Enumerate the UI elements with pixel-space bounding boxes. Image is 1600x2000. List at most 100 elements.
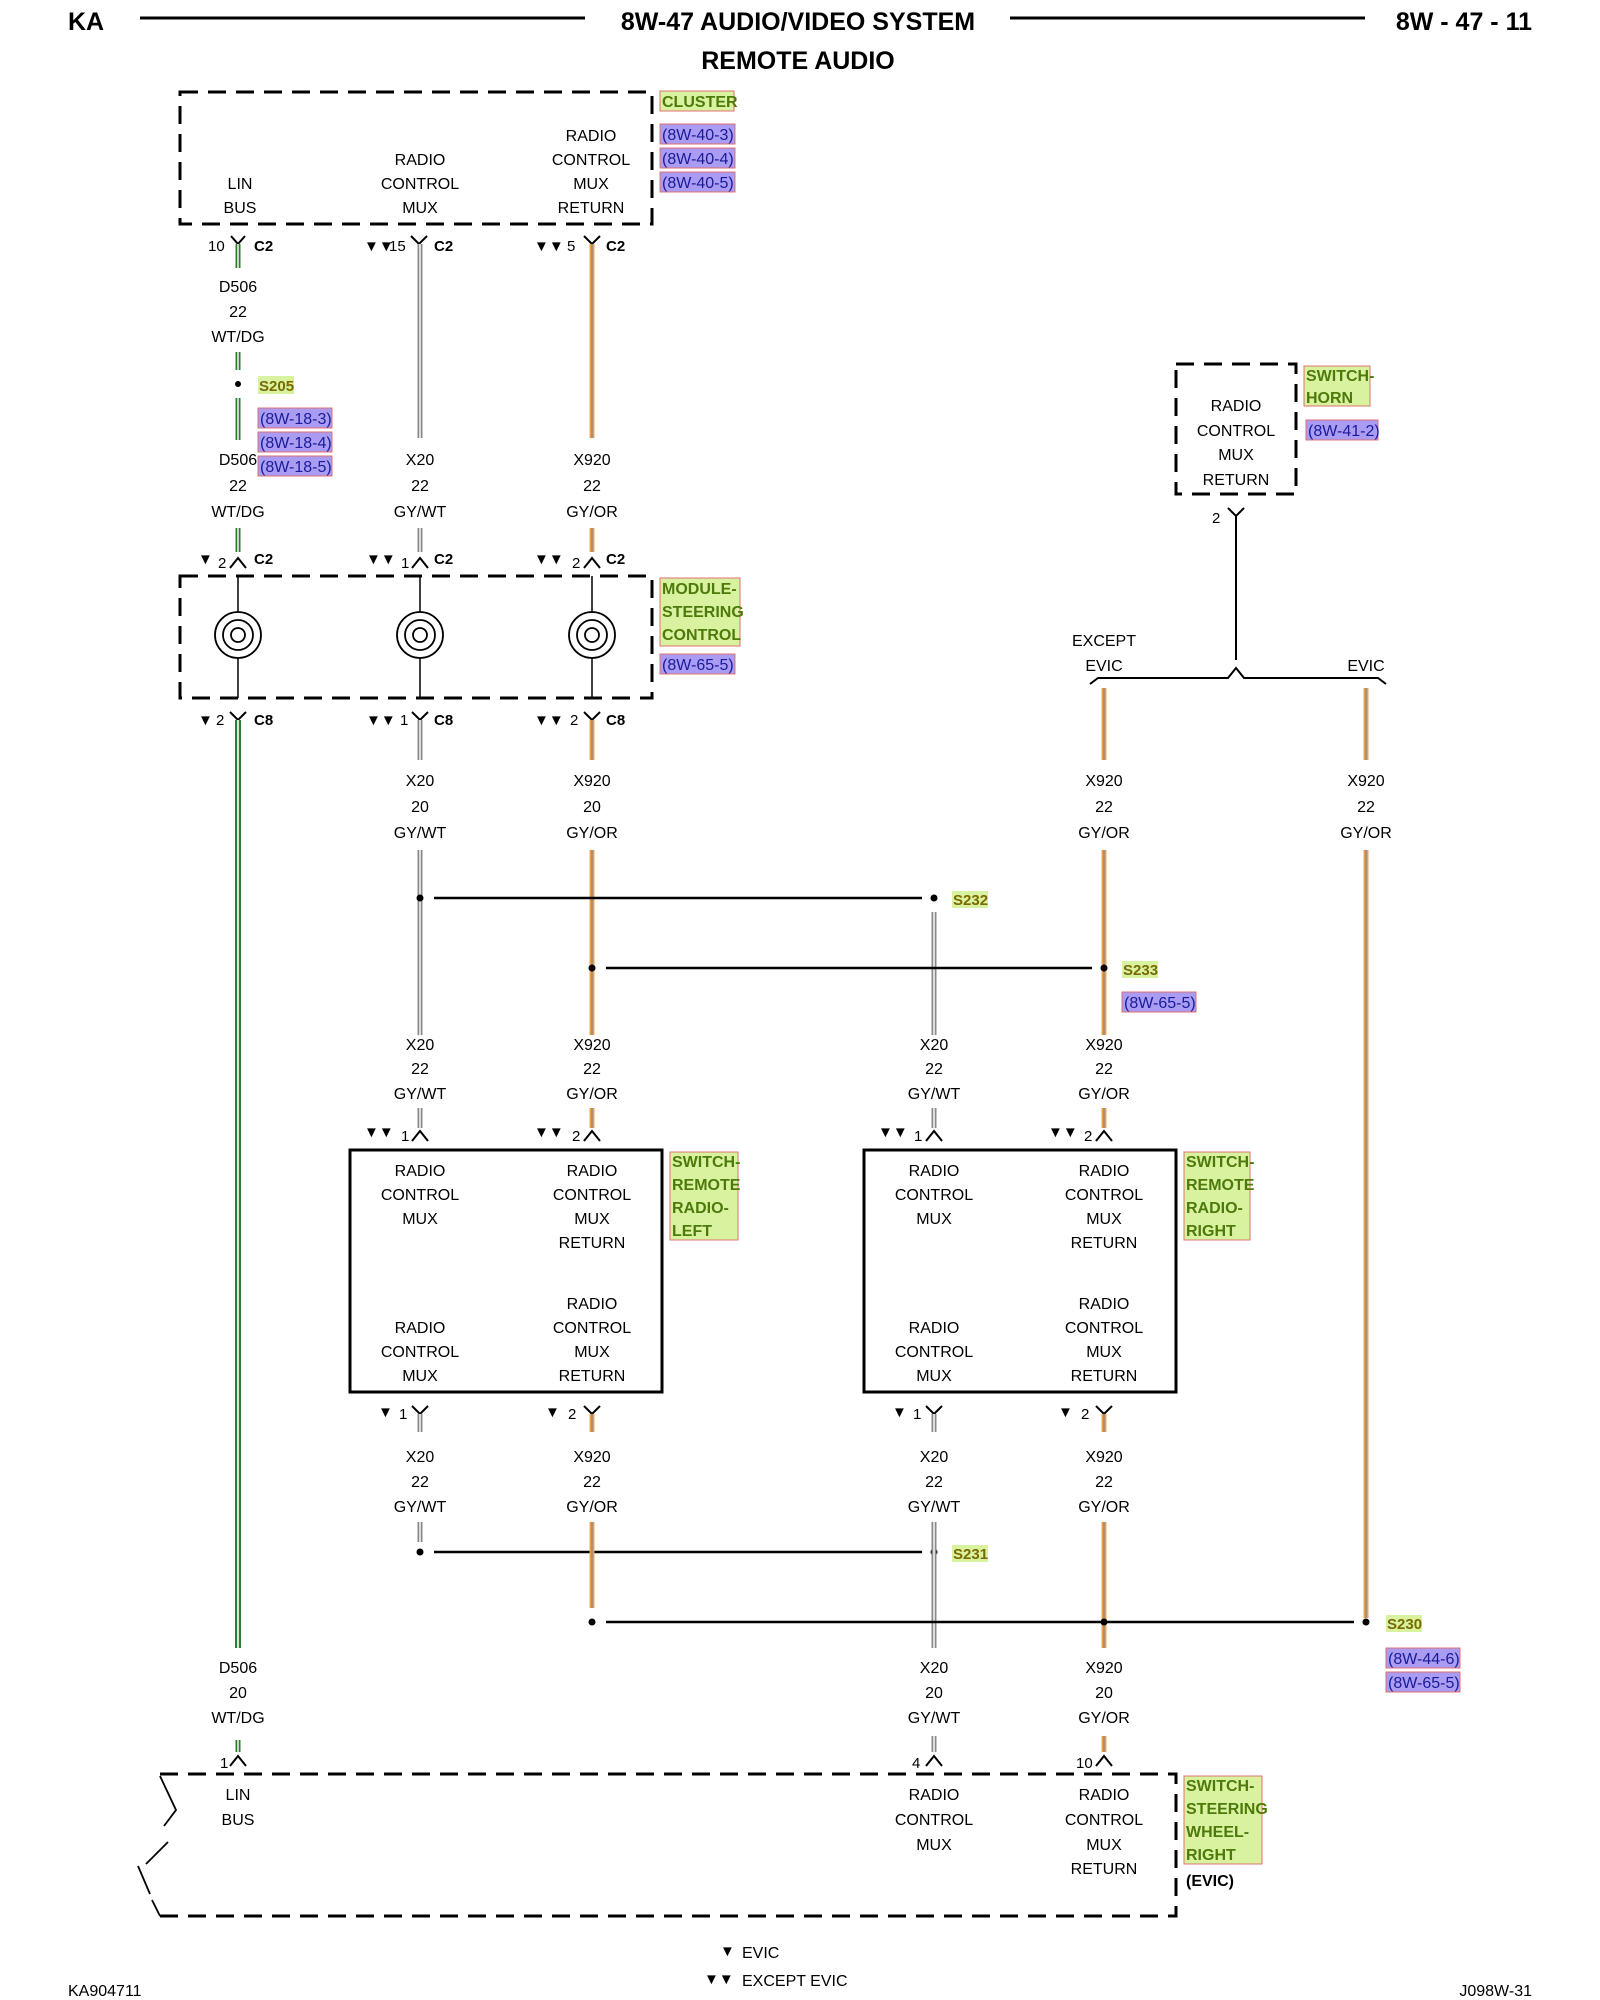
splice-s231-label: S231	[952, 1545, 988, 1563]
svg-text:20: 20	[1095, 1685, 1113, 1702]
wire-stubs-below-switches	[417, 1414, 1107, 1432]
svg-text:X20: X20	[406, 773, 435, 790]
svg-text:GY/WT: GY/WT	[394, 1086, 447, 1103]
svg-text:EVIC: EVIC	[1085, 658, 1122, 675]
svg-text:X920: X920	[1085, 1037, 1122, 1054]
svg-text:▼: ▼	[198, 712, 213, 729]
svg-text:MODULE-: MODULE-	[662, 581, 737, 598]
svg-text:GY/WT: GY/WT	[908, 1086, 961, 1103]
svg-text:▼▼: ▼▼	[1048, 1124, 1078, 1141]
svg-text:S230: S230	[1387, 1616, 1422, 1633]
svg-text:1: 1	[401, 1128, 409, 1145]
svg-text:HORN: HORN	[1306, 390, 1353, 407]
sw-left-bottom-pins: ▼ 1 ▼ 2	[378, 1404, 601, 1423]
svg-text:WHEEL-: WHEEL-	[1186, 1824, 1249, 1841]
svg-text:RADIO: RADIO	[1079, 1296, 1130, 1313]
cluster-pin-labels: LIN BUS RADIO CONTROL MUX RADIO CONTROL …	[224, 128, 631, 217]
svg-text:▼: ▼	[892, 1404, 907, 1421]
svg-text:LIN: LIN	[228, 176, 253, 193]
svg-text:20: 20	[583, 799, 601, 816]
svg-text:22: 22	[229, 478, 247, 495]
svg-text:C2: C2	[254, 551, 273, 568]
svg-text:RETURN: RETURN	[1071, 1368, 1138, 1385]
horn-switch-ref[interactable]: (8W-41-2)	[1305, 419, 1380, 441]
svg-text:22: 22	[925, 1474, 943, 1491]
svg-text:(8W-40-5): (8W-40-5)	[662, 175, 734, 192]
svg-text:GY/OR: GY/OR	[566, 1499, 618, 1516]
svg-text:RADIO: RADIO	[395, 152, 446, 169]
svg-text:22: 22	[583, 478, 601, 495]
svg-text:1: 1	[913, 1406, 921, 1423]
svg-text:GY/WT: GY/WT	[394, 1499, 447, 1516]
svg-text:2: 2	[1212, 510, 1220, 527]
svg-text:RADIO-: RADIO-	[1186, 1200, 1243, 1217]
svg-text:22: 22	[583, 1061, 601, 1078]
sw-left-labels: RADIO CONTROL MUX RADIO CONTROL MUX RETU…	[381, 1163, 631, 1385]
svg-text:22: 22	[1357, 799, 1375, 816]
svg-text:▼▼: ▼▼	[534, 712, 564, 729]
svg-text:MUX: MUX	[573, 176, 609, 193]
page-subtitle: REMOTE AUDIO	[701, 47, 895, 75]
svg-text:CONTROL: CONTROL	[1065, 1320, 1143, 1337]
svg-text:(8W-41-2): (8W-41-2)	[1308, 423, 1380, 440]
svg-text:CONTROL: CONTROL	[553, 1187, 631, 1204]
svg-text:GY/OR: GY/OR	[566, 504, 618, 521]
splice-s230-bus	[588, 1522, 1370, 1648]
splice-s233-bus	[588, 964, 1108, 972]
footer-page-id: J098W-31	[1459, 1983, 1532, 2000]
s205-refs[interactable]: (8W-18-3) (8W-18-4) (8W-18-5)	[257, 407, 333, 477]
svg-text:1: 1	[401, 555, 409, 572]
svg-text:MUX: MUX	[402, 1368, 438, 1385]
svg-text:RADIO: RADIO	[909, 1163, 960, 1180]
svg-text:(8W-40-3): (8W-40-3)	[662, 127, 734, 144]
sw-right-box	[862, 1148, 1178, 1394]
svg-text:S233: S233	[1123, 962, 1158, 979]
svg-text:RADIO: RADIO	[566, 128, 617, 145]
cluster-refs[interactable]: (8W-40-3) (8W-40-4) (8W-40-5)	[659, 123, 736, 193]
svg-text:X20: X20	[920, 1037, 949, 1054]
evic-branch: EXCEPT EVIC EVIC	[1072, 633, 1387, 685]
svg-text:REMOTE: REMOTE	[672, 1177, 741, 1194]
steering-module-ref[interactable]: (8W-65-5)	[659, 653, 736, 675]
svg-text:X920: X920	[1085, 1660, 1122, 1677]
svg-text:RADIO: RADIO	[909, 1787, 960, 1804]
svg-text:X920: X920	[573, 452, 610, 469]
svg-text:CONTROL: CONTROL	[1065, 1187, 1143, 1204]
svg-text:CONTROL: CONTROL	[662, 627, 741, 644]
svg-text:(8W-40-4): (8W-40-4)	[662, 151, 734, 168]
svg-text:CONTROL: CONTROL	[895, 1344, 973, 1361]
wire-d506-upper	[235, 244, 241, 552]
svg-text:2: 2	[572, 555, 580, 572]
svg-text:22: 22	[229, 304, 247, 321]
wire-x920-label-1: X920 22 GY/OR	[566, 452, 618, 521]
svg-text:STEERING: STEERING	[1186, 1801, 1268, 1818]
clockspring-2	[396, 576, 444, 698]
svg-text:STEERING: STEERING	[662, 604, 744, 621]
svg-text:MUX: MUX	[916, 1211, 952, 1228]
svg-text:BUS: BUS	[224, 200, 257, 217]
svg-text:RIGHT: RIGHT	[1186, 1847, 1236, 1864]
splice-s233-label: S233	[1122, 961, 1158, 979]
svg-text:2: 2	[570, 712, 578, 729]
svg-text:RETURN: RETURN	[1203, 472, 1270, 489]
svg-text:C2: C2	[254, 238, 273, 255]
legend: ▼ EVIC ▼▼ EXCEPT EVIC	[704, 1943, 848, 1990]
svg-text:RETURN: RETURN	[1071, 1235, 1138, 1252]
page-title: 8W-47 AUDIO/VIDEO SYSTEM	[621, 8, 975, 36]
svg-text:S205: S205	[259, 378, 294, 395]
svg-text:X920: X920	[1085, 1449, 1122, 1466]
svg-text:D506: D506	[219, 452, 257, 469]
svg-text:RETURN: RETURN	[558, 200, 625, 217]
svg-text:X20: X20	[920, 1660, 949, 1677]
svg-text:CONTROL: CONTROL	[381, 1344, 459, 1361]
svg-text:RADIO: RADIO	[395, 1320, 446, 1337]
splice-s232-label: S232	[952, 891, 988, 909]
svg-text:▼▼: ▼▼	[366, 712, 396, 729]
splice-s233-ref[interactable]: (8W-65-5)	[1121, 991, 1197, 1013]
svg-text:20: 20	[925, 1685, 943, 1702]
svg-text:X20: X20	[920, 1449, 949, 1466]
svg-text:EVIC: EVIC	[742, 1945, 779, 1962]
svg-text:CONTROL: CONTROL	[1065, 1812, 1143, 1829]
splice-s230-refs[interactable]: (8W-44-6) (8W-65-5)	[1385, 1647, 1461, 1693]
horn-switch-box	[1174, 362, 1298, 496]
